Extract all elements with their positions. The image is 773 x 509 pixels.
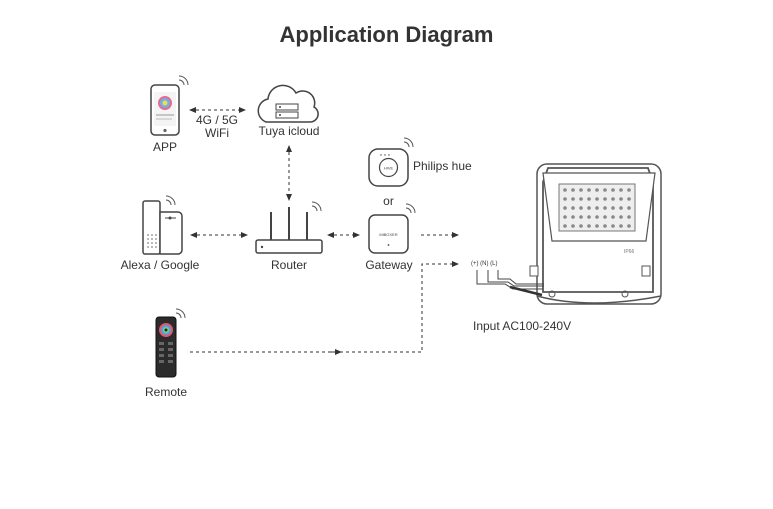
wifi-label-line2: WiFi (205, 126, 229, 140)
led-dot (603, 224, 607, 228)
philips-label: Philips hue (413, 159, 472, 173)
led-dot (587, 188, 591, 192)
led-dot (587, 224, 591, 228)
led-dot (595, 188, 599, 192)
led-dot (603, 215, 607, 219)
cloud-label: Tuya icloud (258, 124, 320, 138)
led-dot (587, 206, 591, 210)
led-dot (611, 215, 615, 219)
phone-icon (150, 75, 189, 136)
router-icon (255, 201, 323, 254)
led-dot (587, 197, 591, 201)
led-dot (563, 206, 567, 210)
led-dot (563, 197, 567, 201)
app-label: APP (152, 140, 177, 154)
cloud-icon (257, 84, 319, 123)
led-dot (563, 215, 567, 219)
led-dot (619, 206, 623, 210)
hub-brand: HIVE (384, 166, 394, 171)
led-dot (563, 188, 567, 192)
led-dot (603, 206, 607, 210)
led-dot (595, 206, 599, 210)
led-dot (627, 197, 631, 201)
led-dot (627, 215, 631, 219)
flood-light-icon: IP66 (476, 163, 662, 305)
rating-label: IP66 (624, 249, 635, 255)
led-dot (627, 206, 631, 210)
led-dot (579, 206, 583, 210)
led-dot (603, 188, 607, 192)
led-dot (595, 197, 599, 201)
router-label: Router (270, 258, 308, 272)
led-dot (619, 215, 623, 219)
led-dot (571, 197, 575, 201)
connectors (189, 107, 459, 353)
led-dot (595, 224, 599, 228)
smart-speaker-icon (142, 195, 183, 255)
led-dot (611, 188, 615, 192)
led-dot (563, 224, 567, 228)
gateway-brand: MiBOXER (379, 232, 397, 237)
led-dot (571, 206, 575, 210)
led-dot (619, 224, 623, 228)
led-dot (611, 224, 615, 228)
led-dot (571, 215, 575, 219)
led-dot (587, 215, 591, 219)
input-label: Input AC100-240V (473, 319, 572, 333)
led-dot (579, 188, 583, 192)
led-dot (627, 188, 631, 192)
gateway-label: Gateway (365, 258, 413, 272)
led-dot (579, 215, 583, 219)
led-dot (603, 197, 607, 201)
remote-label: Remote (144, 385, 188, 399)
led-dot (571, 224, 575, 228)
hue-bridge-icon: HIVE (368, 137, 414, 187)
led-dot (619, 197, 623, 201)
wifi-label-line1: 4G / 5G (195, 113, 239, 127)
remote-icon (155, 308, 186, 378)
gateway-icon: MiBOXER (368, 203, 416, 254)
led-dot (579, 197, 583, 201)
led-dot (579, 224, 583, 228)
remote-light-link (190, 261, 459, 353)
led-dot (619, 188, 623, 192)
led-dot (595, 215, 599, 219)
or-label: or (383, 194, 394, 208)
led-dot (571, 188, 575, 192)
led-dot (611, 206, 615, 210)
led-dot (627, 224, 631, 228)
terminals-label: (+) (N) (L) (471, 261, 498, 267)
wifi-label: 4G / 5G WiFi (192, 114, 242, 140)
alexa-label: Alexa / Google (120, 258, 200, 272)
led-dot (611, 197, 615, 201)
diagram-title: Application Diagram (279, 22, 494, 47)
